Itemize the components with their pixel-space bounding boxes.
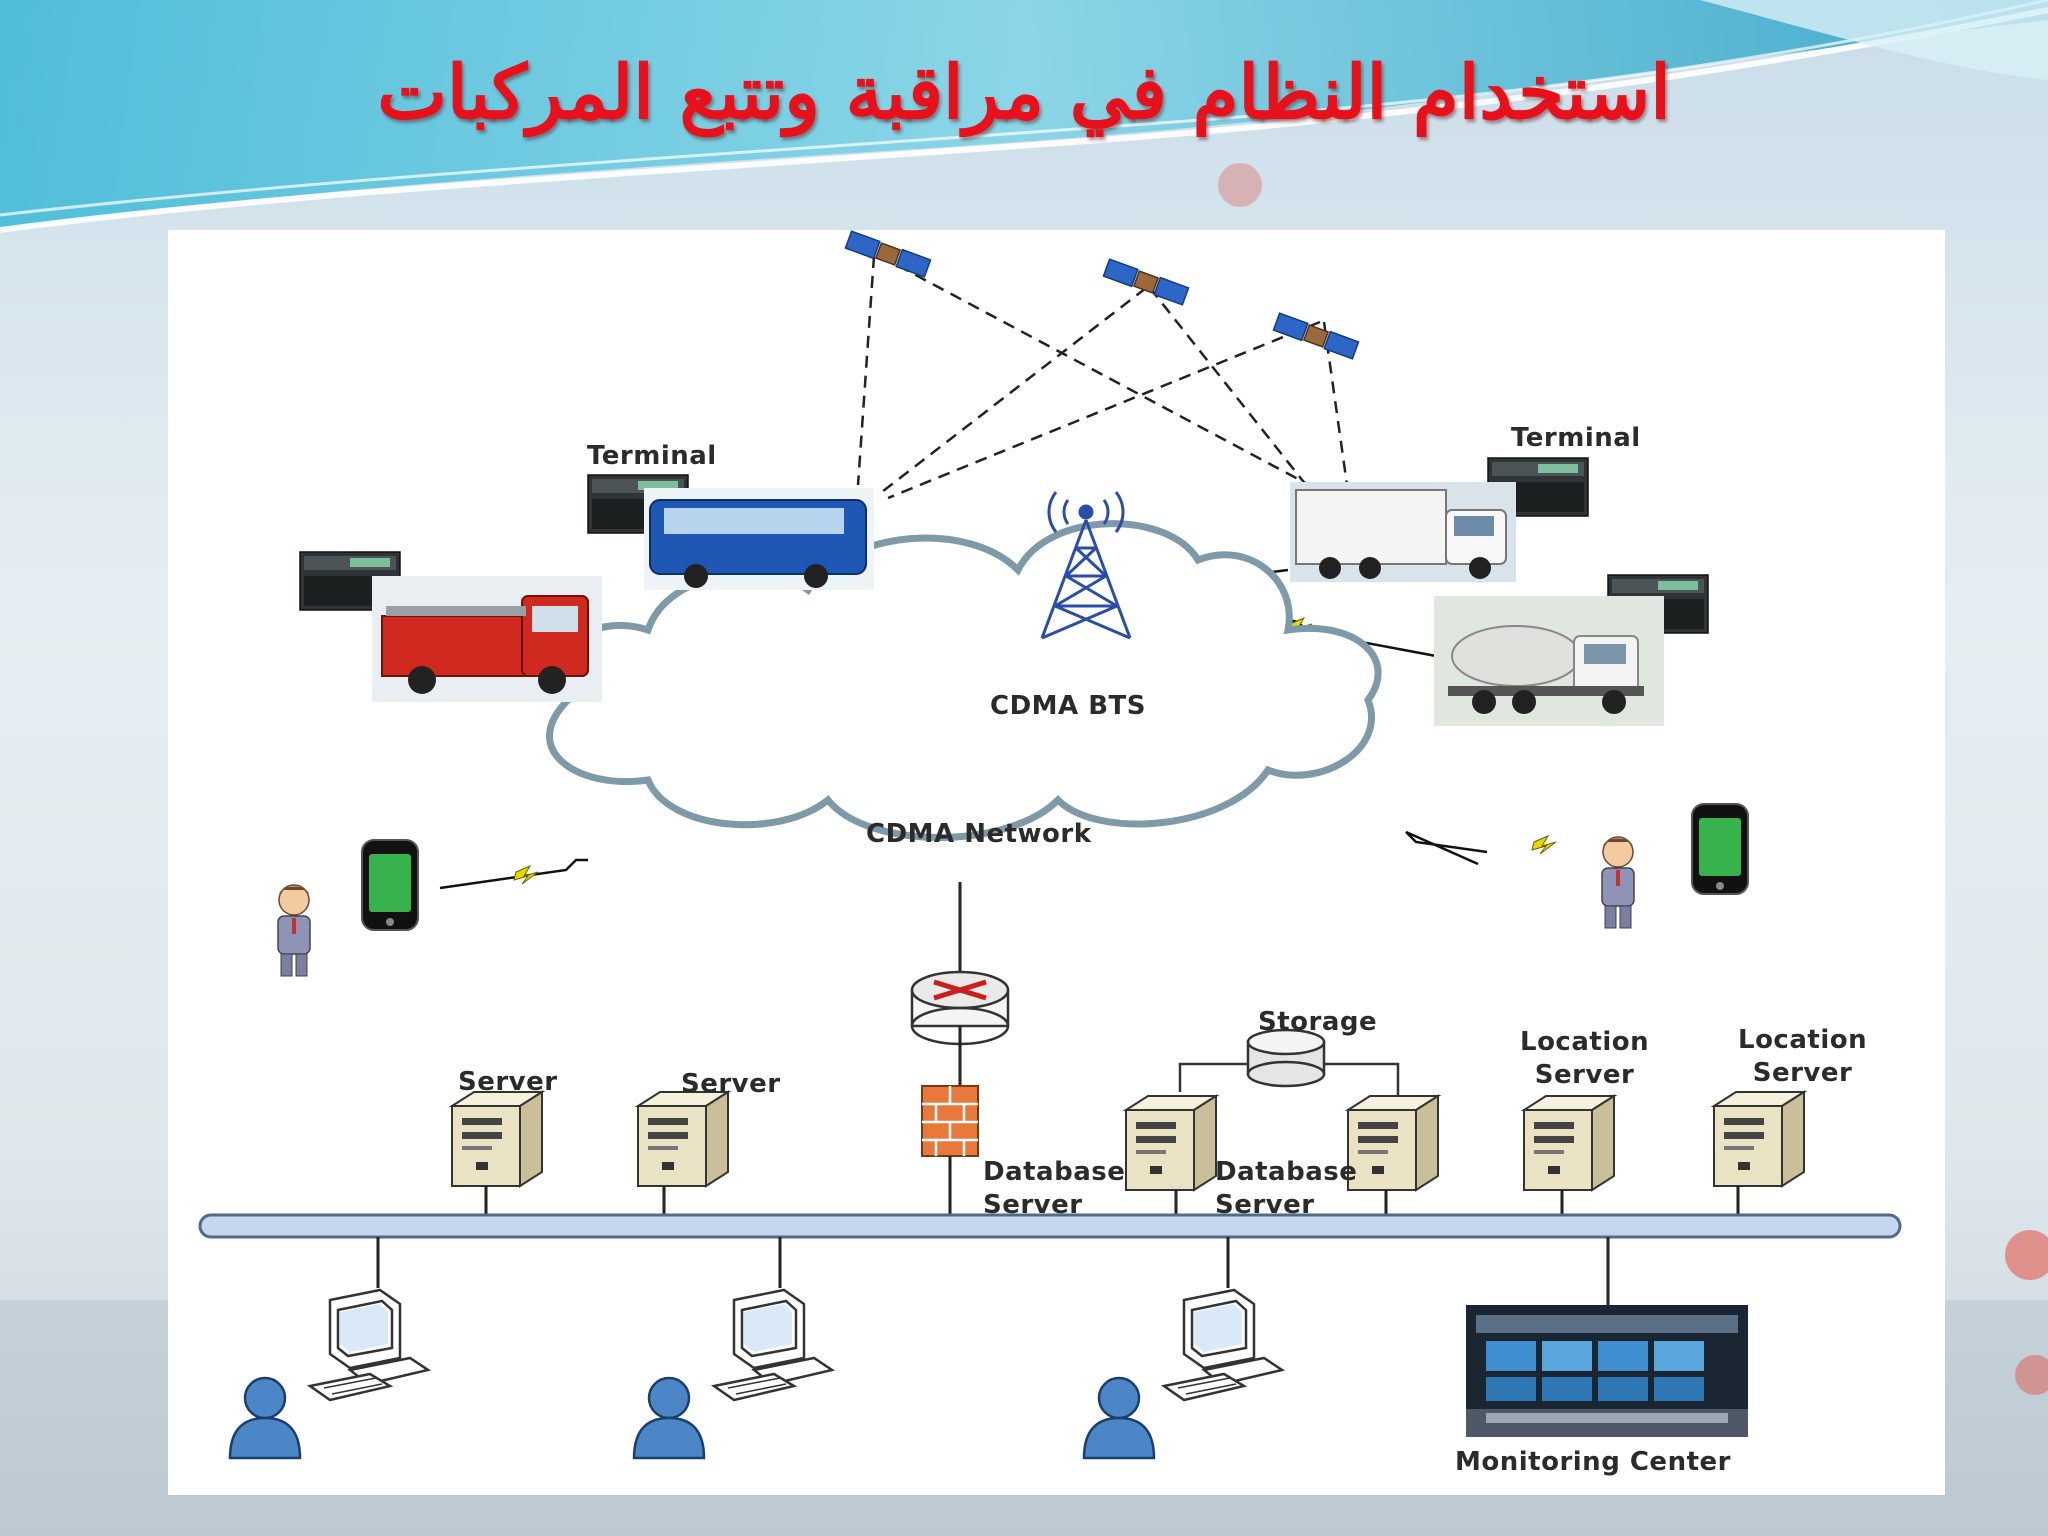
- workstation-icon: [1162, 1288, 1284, 1402]
- cargo-truck-icon: [1290, 482, 1516, 582]
- router-icon: [910, 970, 1010, 1046]
- firewall-icon: [921, 1085, 979, 1157]
- satellite-icon: [1272, 312, 1360, 360]
- diagram-graphics: [198, 230, 1902, 1460]
- location-server-icon: [1523, 1095, 1615, 1191]
- monitoring-center-image: [1466, 1305, 1748, 1437]
- smartphone-icon: [1691, 803, 1749, 895]
- person-icon: [1601, 836, 1635, 929]
- user-icon: [632, 1376, 706, 1460]
- slide-title: استخدام النظام في مراقبة وتتبع المركبات: [377, 50, 1671, 136]
- workstation-icon: [308, 1288, 430, 1402]
- cdma-bts-label: CDMA BTS: [990, 691, 1146, 721]
- database-server-icon: [1347, 1095, 1439, 1191]
- satellite-icon: [844, 230, 932, 278]
- database-server-icon: [1125, 1095, 1217, 1191]
- monitoring-center-label: Monitoring Center: [1455, 1447, 1731, 1477]
- cdma-network-label: CDMA Network: [866, 819, 1092, 849]
- user-icon: [1082, 1376, 1156, 1460]
- location-server-icon: [1713, 1091, 1805, 1187]
- fire-truck-icon: [372, 576, 602, 702]
- mixer-truck-icon: [1434, 596, 1664, 726]
- workstation-icon: [712, 1288, 834, 1402]
- bus-icon: [644, 488, 874, 590]
- database-server-label: Database Server: [983, 1157, 1126, 1220]
- location-server-label: Location Server: [1738, 1025, 1868, 1088]
- server-label: Server: [458, 1067, 558, 1097]
- server-icon: [637, 1091, 729, 1187]
- satellite-links: [856, 254, 1350, 501]
- network-backbone: [198, 1213, 1902, 1239]
- terminal-label: Terminal: [587, 441, 717, 471]
- storage-label: Storage: [1258, 1007, 1378, 1037]
- cell-tower-icon: [1040, 491, 1132, 640]
- smartphone-icon: [361, 839, 419, 931]
- location-server-label: Location Server: [1520, 1027, 1650, 1090]
- network-diagram: Terminal Terminal CDMA BTS CDMA Network …: [168, 230, 1945, 1495]
- storage-disk-icon: [1246, 1028, 1326, 1088]
- terminal-label: Terminal: [1511, 423, 1641, 453]
- satellite-icon: [1102, 258, 1190, 306]
- server-label: Server: [681, 1069, 781, 1099]
- user-icon: [228, 1376, 302, 1460]
- server-icon: [451, 1091, 543, 1187]
- database-server-label: Database Server: [1215, 1157, 1358, 1220]
- person-icon: [277, 884, 311, 977]
